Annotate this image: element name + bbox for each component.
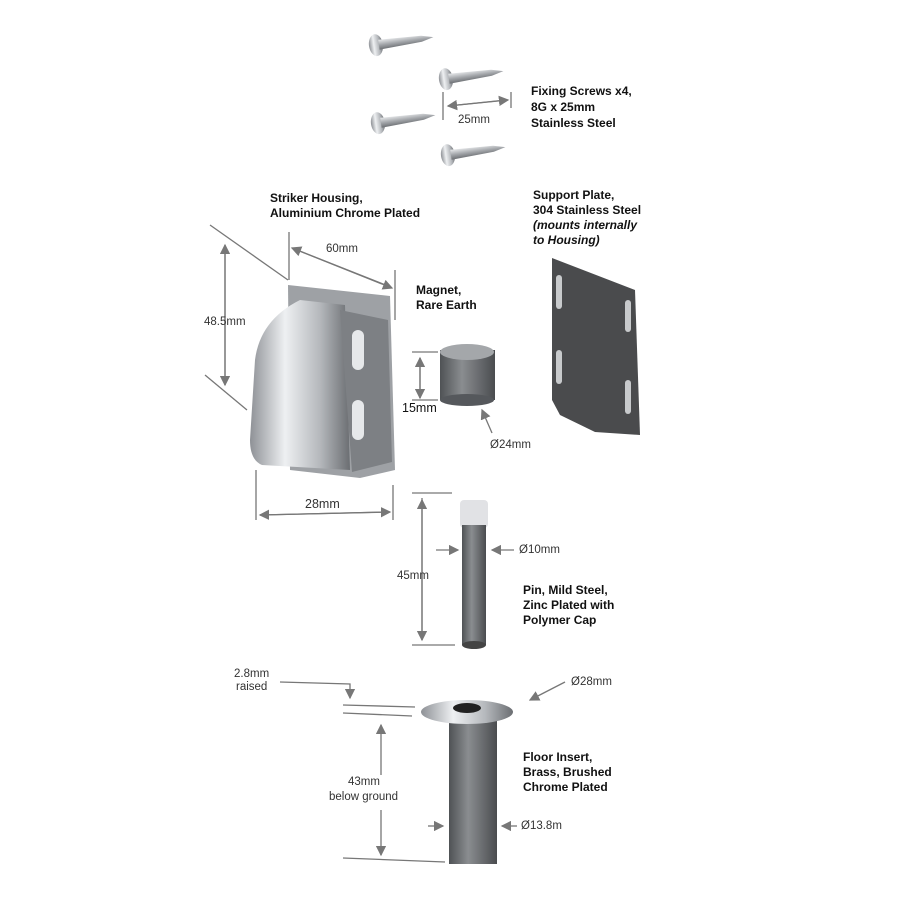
housing-label-2: Aluminium Chrome Plated (270, 206, 421, 220)
plate-label-2: 304 Stainless Steel (533, 203, 642, 217)
depth-dim-2: below ground (329, 791, 399, 803)
magnet-label-1: Magnet, (416, 283, 462, 297)
magnet-diameter-dim: Ø24mm (490, 439, 531, 451)
magnet-shape (440, 344, 495, 406)
insert-label-1: Floor Insert, (523, 750, 593, 764)
housing-depth-dim: 28mm (305, 497, 340, 511)
plate-note-1: (mounts internally (533, 218, 638, 232)
raised-dim-2: raised (236, 681, 268, 693)
screws-label-3: Stainless Steel (531, 116, 616, 130)
pin-shape (460, 500, 488, 649)
flange-diameter-dim: Ø28mm (571, 676, 612, 688)
screw-icon (440, 144, 506, 167)
pin-label-2: Zinc Plated with (523, 598, 615, 612)
screw-icon (368, 34, 434, 57)
screw-icon (370, 112, 436, 135)
shaft-diameter-dim: Ø13.8m (521, 820, 562, 832)
plate-note-2: to Housing) (533, 233, 600, 247)
screw-length-dim: 25mm (458, 114, 490, 126)
floor-insert-shape (421, 700, 513, 864)
screw-icon (438, 68, 504, 91)
screws-label-2: 8G x 25mm (531, 100, 596, 114)
insert-label-2: Brass, Brushed (523, 765, 612, 779)
support-plate-shape (552, 258, 640, 435)
insert-label-3: Chrome Plated (523, 780, 608, 794)
depth-dim-1: 43mm (348, 776, 380, 788)
housing-width-dim: 60mm (326, 243, 358, 255)
pin-diameter-dim: Ø10mm (519, 544, 560, 556)
striker-housing-shape (250, 285, 395, 478)
raised-dim-1: 2.8mm (234, 668, 270, 680)
housing-label-1: Striker Housing, (270, 191, 363, 205)
housing-height-dim: 48.5mm (204, 316, 246, 328)
pin-label-3: Polymer Cap (523, 613, 597, 627)
pin-label-1: Pin, Mild Steel, (523, 583, 608, 597)
pin-length-dim: 45mm (397, 570, 429, 582)
magnet-label-2: Rare Earth (416, 298, 477, 312)
screws-label-1: Fixing Screws x4, (531, 84, 632, 98)
plate-label-1: Support Plate, (533, 188, 615, 202)
magnet-height-dim: 15mm (402, 401, 437, 415)
